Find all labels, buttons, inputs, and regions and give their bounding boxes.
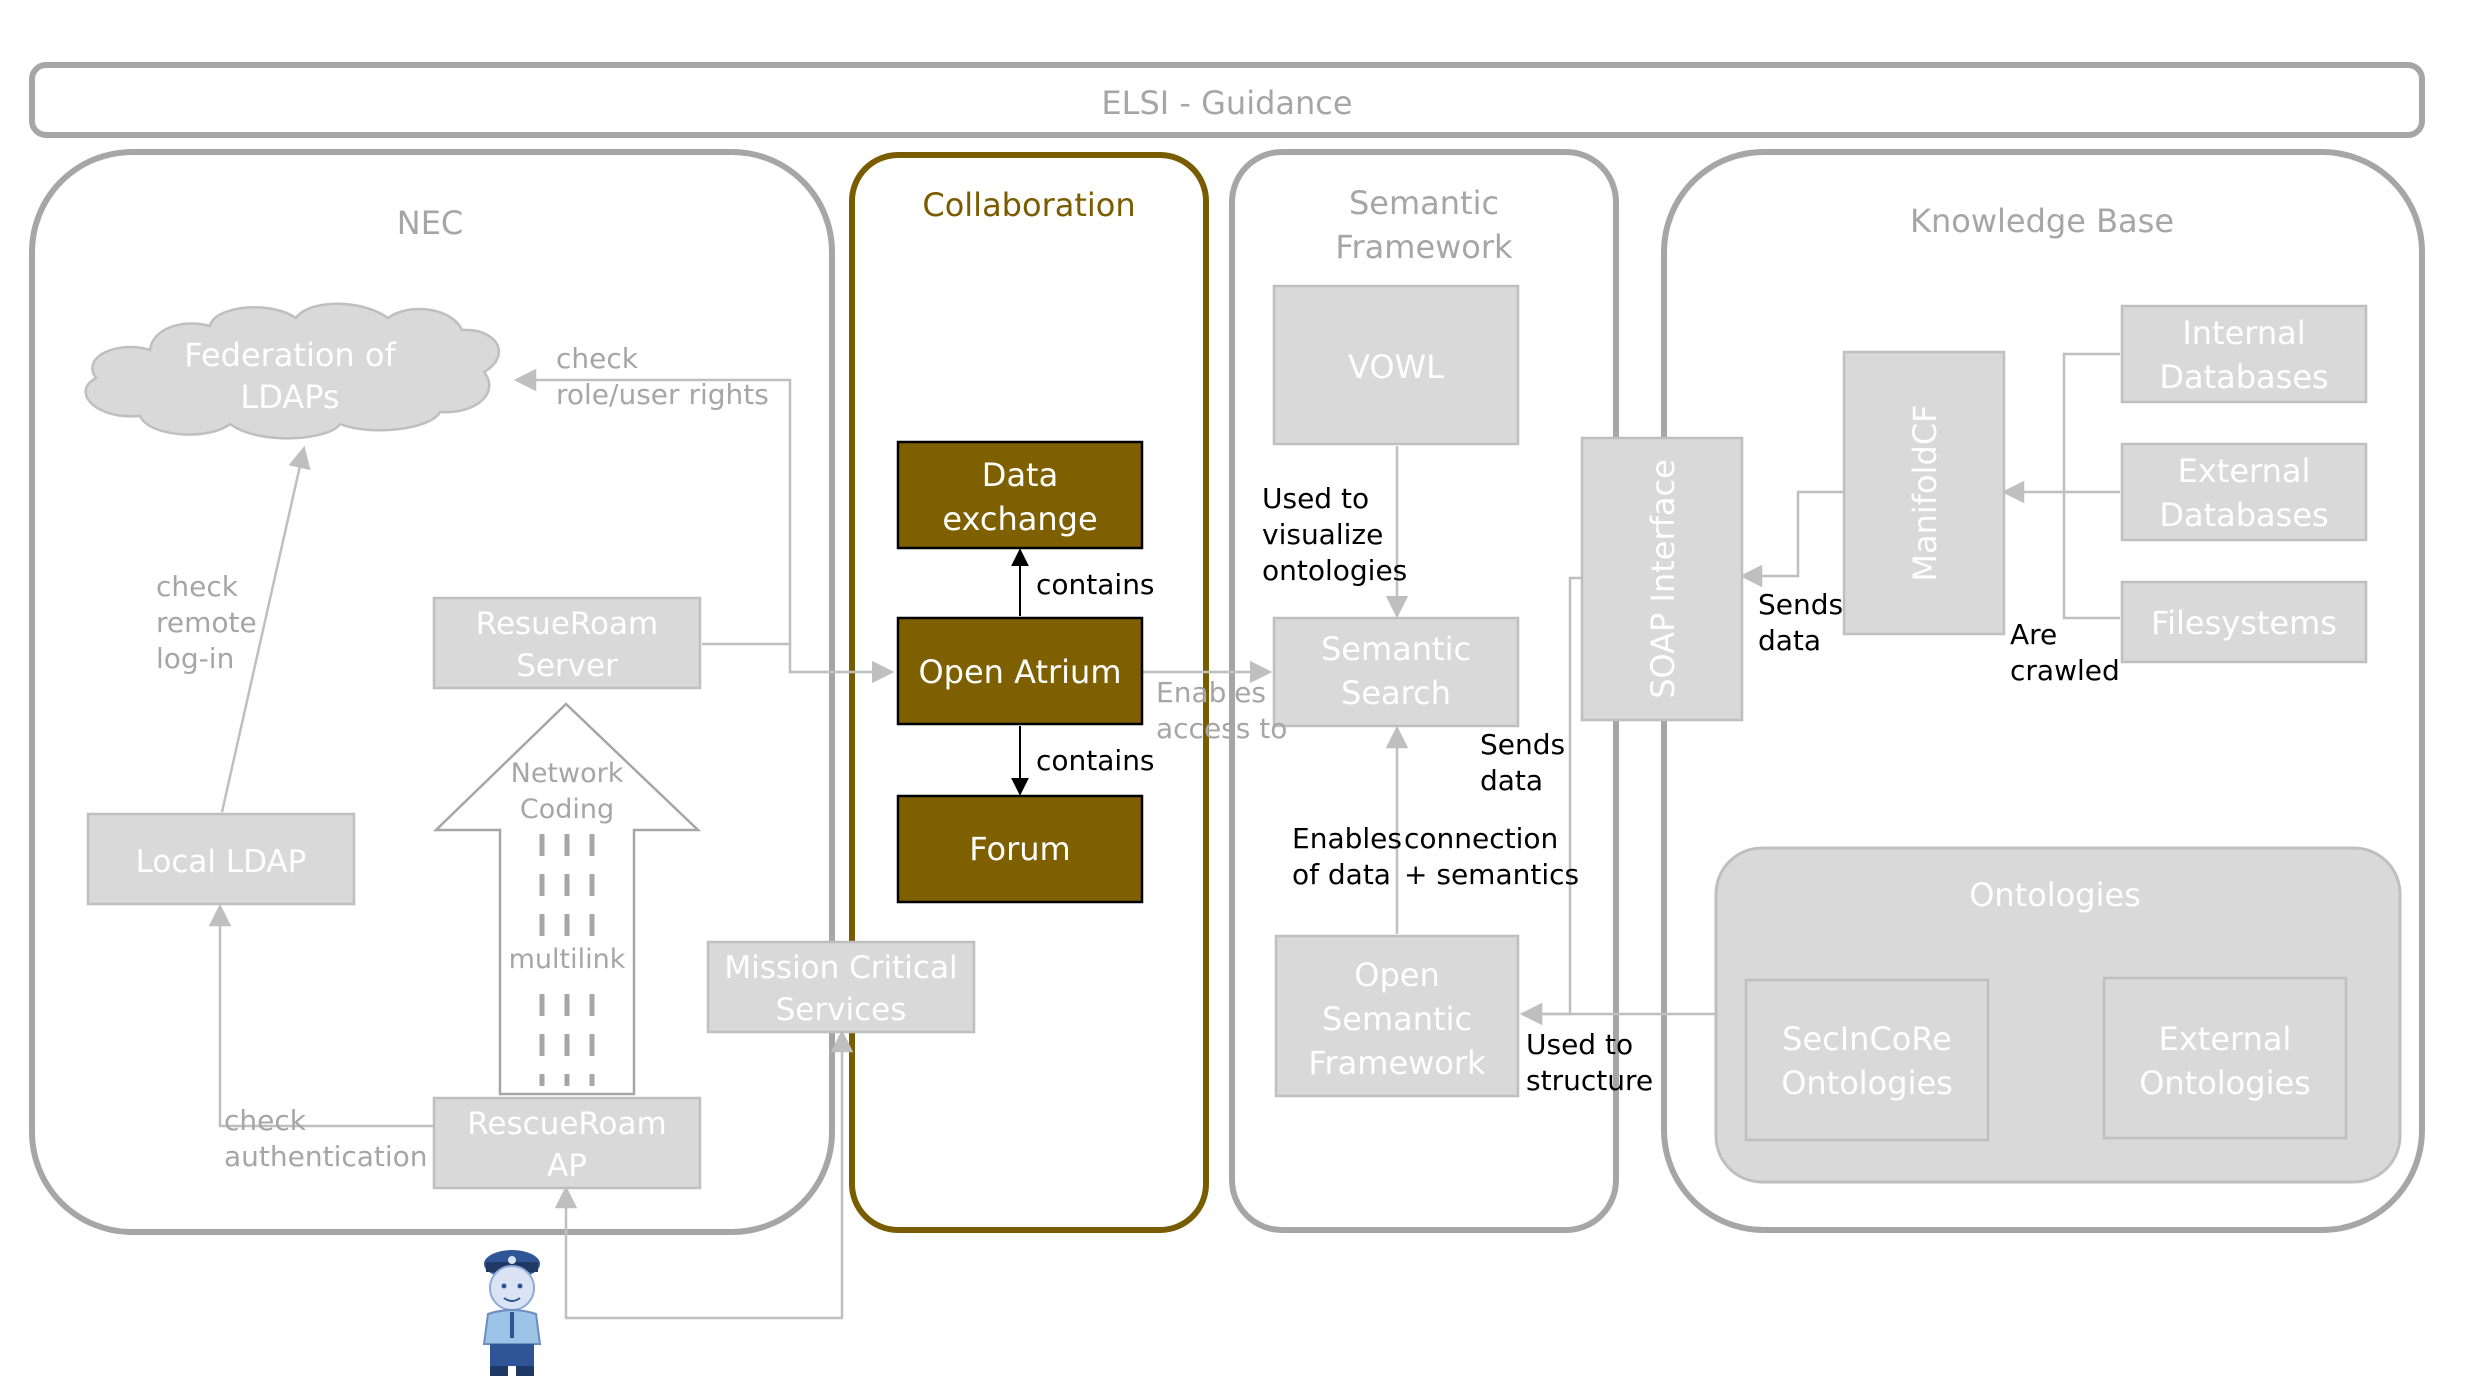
forum-node: Forum: [896, 794, 1144, 904]
semantic-search-label-line2: Search: [1341, 674, 1451, 712]
used-to-visualize-line1: Used to: [1262, 482, 1369, 515]
collaboration-title: Collaboration: [922, 186, 1135, 224]
edge-sources-bracket: [2062, 352, 2120, 620]
rescueroam-ap-node: RescueRoam AP: [432, 1096, 702, 1190]
filesystems-label: Filesystems: [2151, 604, 2337, 642]
ap-label-line2: AP: [547, 1148, 587, 1184]
internal-databases-line2: Databases: [2159, 358, 2328, 396]
external-ontologies-line1: External: [2159, 1020, 2292, 1058]
black-edge-labels: contains contains Used to visualize onto…: [1036, 482, 2120, 1097]
open-atrium-label: Open Atrium: [918, 653, 1121, 691]
federation-label-line2: LDAPs: [240, 378, 339, 416]
used-to-structure-line2: structure: [1526, 1064, 1653, 1097]
used-to-structure-line1: Used to: [1526, 1028, 1633, 1061]
connection-semantics-line2: + semantics: [1404, 858, 1579, 891]
external-databases-line1: External: [2178, 452, 2311, 490]
enables-access-line2: access to: [1156, 712, 1287, 745]
semantic-search-label-line1: Semantic: [1321, 630, 1471, 668]
ap-label-line1: RescueRoam: [467, 1106, 666, 1142]
soap-interface-label: SOAP Interface: [1644, 459, 1682, 699]
vowl-label: VOWL: [1348, 348, 1444, 386]
check-remote-line2: remote: [156, 606, 257, 639]
elsi-guidance-banner: ELSI - Guidance: [29, 62, 2425, 138]
data-exchange-label-line2: exchange: [942, 500, 1097, 538]
sends-data-soap-line2: data: [1758, 624, 1821, 657]
used-to-visualize-line2: visualize: [1262, 518, 1383, 551]
mission-critical-label-line1: Mission Critical: [724, 950, 957, 986]
osf-label-line3: Framework: [1308, 1044, 1486, 1082]
edge-ap-to-local-ldap: [208, 903, 434, 1128]
check-role-line1: check: [556, 342, 639, 375]
secincore-ontologies-node: SecInCoRe Ontologies: [1744, 978, 1990, 1142]
connectors: [208, 352, 2120, 1320]
mission-critical-services-node: Mission Critical Services: [706, 940, 976, 1034]
cloud-shape: [84, 302, 500, 440]
filesystems-node: Filesystems: [2120, 580, 2368, 664]
are-crawled-line1: Are: [2010, 618, 2057, 651]
vowl-node: VOWL: [1272, 284, 1520, 446]
edge-local-ldap-to-federation: [220, 445, 311, 813]
police-officer-icon: [482, 1250, 542, 1376]
forum-label: Forum: [969, 830, 1070, 868]
elsi-guidance-label: ELSI - Guidance: [1101, 84, 1352, 122]
server-label-line2: Server: [516, 648, 618, 684]
data-exchange-label-line1: Data: [982, 456, 1058, 494]
open-semantic-framework-node: Open Semantic Framework: [1274, 934, 1520, 1098]
osf-label-line1: Open: [1354, 956, 1439, 994]
sends-data-soap-line1: Sends: [1758, 588, 1843, 621]
semantic-search-node: Semantic Search: [1272, 616, 1520, 728]
are-crawled-line2: crawled: [2010, 654, 2120, 687]
semantic-framework-title-line2: Framework: [1335, 228, 1513, 266]
sends-data-search-line1: Sends: [1480, 728, 1565, 761]
contains-down-label: contains: [1036, 744, 1155, 777]
network-coding-arrow: Network Coding multilink: [432, 702, 702, 1096]
manifoldcf-label: ManifoldCF: [1906, 404, 1944, 581]
sends-data-search-line2: data: [1480, 764, 1543, 797]
external-ontologies-node: External Ontologies: [2102, 976, 2348, 1140]
check-auth-line2: authentication: [224, 1140, 428, 1173]
connection-semantics-line1: connection: [1404, 822, 1558, 855]
open-atrium-node: Open Atrium: [896, 616, 1144, 726]
edge-server-to-open-atrium: [702, 642, 895, 684]
internal-databases-node: Internal Databases: [2120, 304, 2368, 404]
osf-label-line2: Semantic: [1322, 1000, 1472, 1038]
contains-up-label: contains: [1036, 568, 1155, 601]
external-ontologies-line2: Ontologies: [2139, 1064, 2311, 1102]
check-remote-line1: check: [156, 570, 239, 603]
enables-access-line1: Enables: [1156, 676, 1266, 709]
grey-edge-labels: check role/user rights check remote log-…: [156, 342, 1287, 1173]
secincore-label-line1: SecInCoRe: [1782, 1020, 1952, 1058]
knowledge-base-title: Knowledge Base: [1910, 202, 2174, 240]
multilink-label: multilink: [509, 944, 626, 975]
ontologies-title: Ontologies: [1969, 876, 2141, 914]
local-ldap-label: Local LDAP: [136, 844, 307, 880]
enables-connection-line1: Enables: [1292, 822, 1402, 855]
check-remote-line3: log-in: [156, 642, 234, 675]
soap-interface-node: SOAP Interface: [1580, 436, 1744, 722]
federation-label-line1: Federation of: [184, 336, 396, 374]
mission-critical-label-line2: Services: [776, 992, 907, 1028]
server-label-line1: ResueRoam: [476, 606, 658, 642]
enables-connection-line2: of data: [1292, 858, 1391, 891]
check-auth-line1: check: [224, 1104, 307, 1137]
check-role-line2: role/user rights: [556, 378, 769, 411]
used-to-visualize-line3: ontologies: [1262, 554, 1407, 587]
edge-manifold-to-soap: [1739, 490, 1844, 588]
internal-databases-line1: Internal: [2182, 314, 2305, 352]
edge-server-to-federation: [513, 368, 792, 644]
federation-of-ldaps-node: Federation of LDAPs: [84, 302, 500, 440]
local-ldap-node: Local LDAP: [86, 812, 356, 906]
data-exchange-node: Data exchange: [896, 440, 1144, 550]
external-databases-line2: Databases: [2159, 496, 2328, 534]
manifoldcf-node: ManifoldCF: [1842, 350, 2006, 636]
semantic-framework-title-line1: Semantic: [1349, 184, 1499, 222]
network-coding-label-line1: Network: [511, 758, 624, 789]
rescueroam-server-node: ResueRoam Server: [432, 596, 702, 690]
secincore-label-line2: Ontologies: [1781, 1064, 1953, 1102]
network-coding-label-line2: Coding: [520, 794, 614, 825]
external-databases-node: External Databases: [2120, 442, 2368, 542]
nec-title: NEC: [397, 204, 464, 242]
